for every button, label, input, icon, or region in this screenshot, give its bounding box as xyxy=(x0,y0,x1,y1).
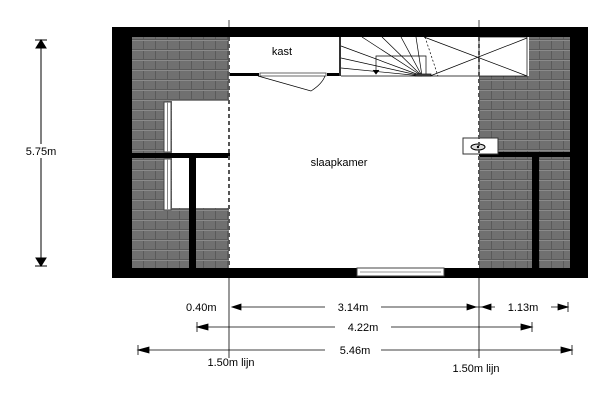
sink-icon xyxy=(462,137,499,155)
right-wall-vertical xyxy=(532,157,539,268)
height-label: 5.75m xyxy=(26,146,57,158)
line-right-label: 1.50m lijn xyxy=(452,363,499,375)
kast-area xyxy=(229,37,340,75)
line-left-label: 1.50m lijn xyxy=(207,357,254,369)
dim-left-offset: 0.40m xyxy=(186,302,217,314)
dim-total-width: 5.46m xyxy=(340,345,371,357)
kast-door[interactable] xyxy=(259,72,327,77)
dim-middle: 3.14m xyxy=(338,302,369,314)
dim-right: 1.13m xyxy=(508,302,539,314)
left-wall-horizontal xyxy=(132,153,230,158)
staircase xyxy=(339,36,529,77)
dim-inner-width: 4.22m xyxy=(348,322,379,334)
left-wall-vertical xyxy=(189,158,196,268)
right-wall-horizontal xyxy=(479,152,570,157)
bedroom-label: slaapkamer xyxy=(311,157,368,169)
kast-label: kast xyxy=(272,46,292,58)
door-swing xyxy=(257,75,326,92)
